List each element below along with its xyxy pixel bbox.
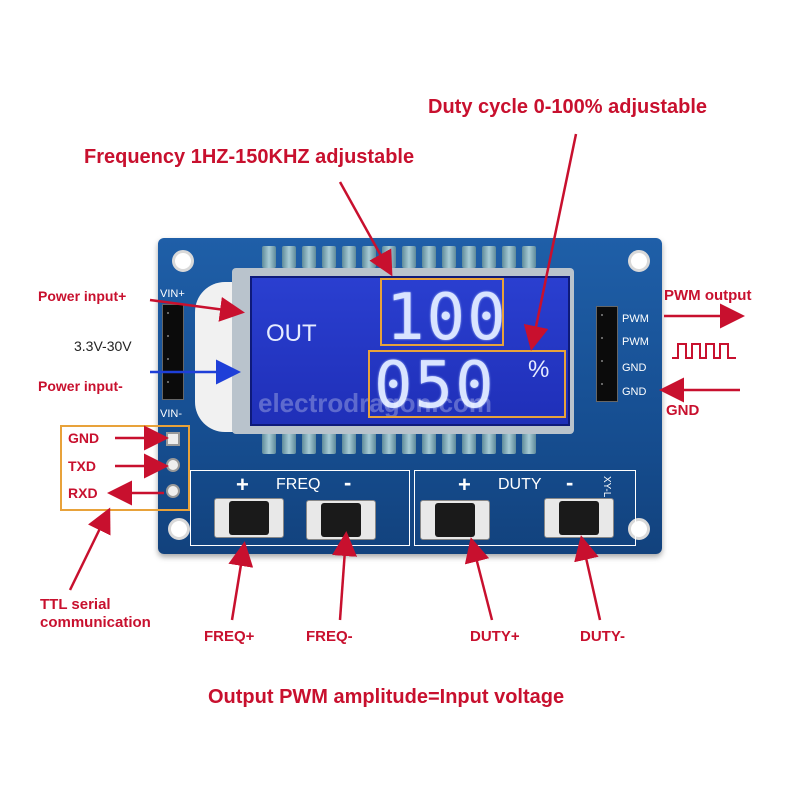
power-pin-1 xyxy=(167,312,169,314)
frequency-arrow xyxy=(338,181,393,277)
duty-plus-sign: + xyxy=(458,472,471,497)
mounting-hole-top-right xyxy=(628,250,650,272)
footer-callout: Output PWM amplitude=Input voltage xyxy=(208,686,565,708)
silk-vin-minus: VIN- xyxy=(160,408,182,420)
duty-group-label: DUTY xyxy=(498,476,542,493)
gnd-right-callout: GND xyxy=(666,402,700,419)
output-pin-4 xyxy=(601,383,603,385)
silk-gnd-1: GND xyxy=(622,362,647,374)
lcd-pins-top xyxy=(262,246,536,268)
silk-gnd-2: GND xyxy=(622,386,647,398)
mounting-hole-bottom-right xyxy=(628,518,650,540)
duty-plus-callout: DUTY+ xyxy=(470,628,520,645)
gnd-left-callout: GND xyxy=(68,430,100,446)
output-header xyxy=(596,306,618,402)
output-pin-3 xyxy=(601,360,603,362)
freq-minus-arrow xyxy=(332,531,358,621)
power-pin-3 xyxy=(167,358,169,360)
freq-plus-button-cap[interactable] xyxy=(229,501,269,535)
frequency-callout: Frequency 1HZ-150KHZ adjustable xyxy=(84,146,415,168)
power-input-minus-callout: Power input- xyxy=(38,378,123,394)
power-header xyxy=(162,304,184,400)
duty-minus-callout: DUTY- xyxy=(580,628,625,645)
power-pin-4 xyxy=(167,381,169,383)
output-pin-2 xyxy=(601,337,603,339)
mounting-hole-bottom-left xyxy=(168,518,190,540)
ttl-serial-callout: TTL serial xyxy=(40,596,111,613)
output-pin-1 xyxy=(601,314,603,316)
txd-callout: TXD xyxy=(68,458,96,474)
duty-arrow xyxy=(523,133,578,351)
silk-pwm-1: PWM xyxy=(622,313,649,325)
freq-button-group xyxy=(190,470,410,546)
communication-callout: communication xyxy=(40,614,151,631)
freq-minus-callout: FREQ- xyxy=(306,628,353,645)
lcd-out-label: OUT xyxy=(266,320,317,347)
duty-highlight-box xyxy=(368,350,566,418)
power-plus-arrow xyxy=(149,296,245,322)
lcd-percent-sign: % xyxy=(528,356,550,383)
lcd-pins-bottom xyxy=(262,432,536,454)
duty-plus-button-cap[interactable] xyxy=(435,503,475,537)
power-input-plus-callout: Power input+ xyxy=(38,288,127,304)
mounting-hole-top-left xyxy=(172,250,194,272)
freq-plus-sign: + xyxy=(236,472,249,497)
pwm-output-callout: PWM output xyxy=(664,287,752,304)
duty-cycle-callout: Duty cycle 0-100% adjustable xyxy=(428,96,708,118)
duty-minus-arrow xyxy=(574,535,602,621)
duty-minus-button-cap[interactable] xyxy=(559,501,599,535)
ttl-arrow xyxy=(68,507,111,591)
serial-highlight-box xyxy=(60,425,190,511)
duty-plus-arrow xyxy=(464,537,494,621)
freq-minus-sign: - xyxy=(344,470,352,495)
lcd-frequency-value: 100 xyxy=(386,281,508,355)
duty-minus-sign: - xyxy=(566,470,574,495)
lcd-duty-value: 050 xyxy=(374,349,496,423)
frequency-highlight-box xyxy=(380,278,504,346)
freq-plus-arrow xyxy=(228,541,254,621)
voltage-range-callout: 3.3V-30V xyxy=(74,338,132,354)
freq-plus-callout: FREQ+ xyxy=(204,628,255,645)
rxd-callout: RXD xyxy=(68,485,98,501)
duty-button-group xyxy=(414,470,636,546)
silk-pwm-2: PWM xyxy=(622,336,649,348)
freq-group-label: FREQ xyxy=(276,476,321,493)
serial-pin-rxd xyxy=(166,484,180,498)
power-pin-2 xyxy=(167,335,169,337)
watermark: electrodragon.com xyxy=(258,388,493,418)
square-wave-icon xyxy=(672,343,736,359)
silk-vin-plus: VIN+ xyxy=(160,288,185,300)
